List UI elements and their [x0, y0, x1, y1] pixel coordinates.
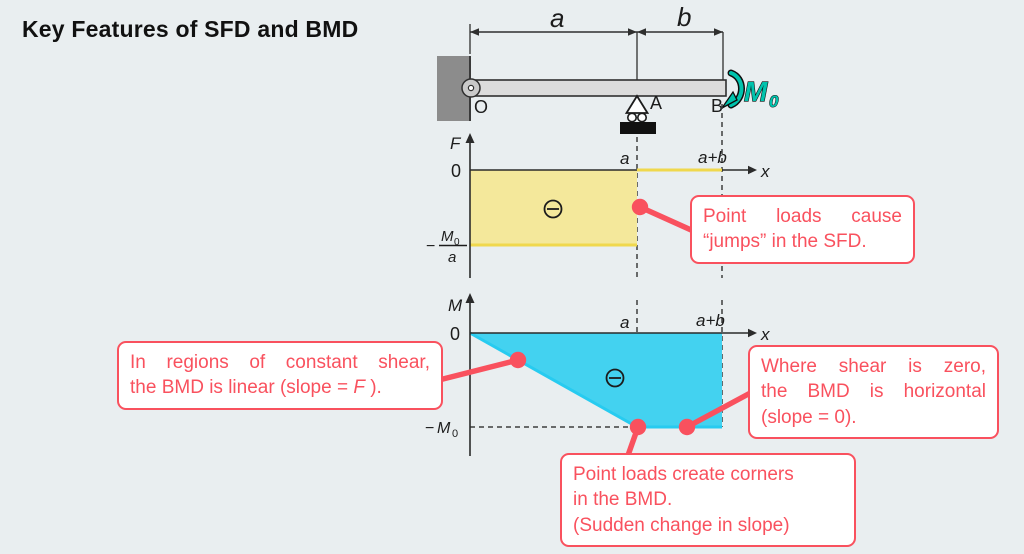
dim-arrow-a-right-icon [628, 28, 637, 36]
frac-num-m: M [441, 228, 454, 245]
circled-minus-icon [543, 199, 563, 219]
callout-bmd-corner: Point loads create corners in the BMD. (… [560, 453, 856, 548]
sfd-neg-value-label: − M 0 a [426, 228, 467, 266]
dim-arrow-b-left-icon [637, 28, 646, 36]
roller-wheel-icon [636, 112, 647, 123]
connector-bmd-horizontal [684, 388, 757, 430]
node-label-o: O [474, 97, 488, 117]
callout-bmd-linear: In regions of constant shear, the BMD is… [117, 341, 443, 410]
callout-dots [509, 198, 696, 436]
dim-arrow-left-icon [470, 28, 479, 36]
callout-line: (slope = 0). [761, 406, 857, 428]
marker-dot-sfd-jump [631, 198, 649, 216]
callout-connectors [440, 204, 757, 464]
beam-bar [469, 79, 727, 97]
callout-line: In regions of constant shear, [130, 352, 430, 373]
page-title: Key Features of SFD and BMD [22, 16, 359, 42]
roller-support-triangle-icon [624, 94, 650, 114]
bmd-plot: M 0 a a+b x − M 0 [425, 293, 770, 456]
moment-label-m: M [744, 76, 768, 107]
sfd-xlabel: x [760, 162, 770, 181]
sfd-plot: F 0 a a+b x − M 0 a [426, 133, 770, 278]
connector-bmd-linear [440, 357, 521, 382]
callout-line: the BMD is linear (slope = F ). [130, 375, 430, 400]
bmd-y-arrow-icon [465, 293, 475, 303]
moment-label-sub: 0 [769, 92, 779, 111]
bmd-ylabel: M [448, 296, 463, 315]
moment-arrow-icon [721, 69, 745, 109]
neg-m: M [437, 420, 451, 437]
bmd-tick-ab: a+b [696, 311, 725, 330]
callout-line: “jumps” in the SFD. [703, 231, 867, 253]
minus-sign: − [425, 420, 434, 437]
callout-line: the BMD is horizontal [761, 381, 986, 403]
marker-dot-bmd-horizontal [678, 418, 696, 436]
sfd-x-arrow-icon [748, 165, 757, 175]
marker-dot-bmd-linear [509, 351, 527, 369]
callout-line: (Sudden change in slope) [573, 514, 790, 536]
callout-text: the BMD is linear (slope = [130, 377, 354, 399]
callout-line: Point loads create corners [573, 464, 794, 485]
callout-line: in the BMD. [573, 489, 673, 511]
callout-text-italic-f: F [353, 377, 365, 399]
bmd-x-arrow-icon [748, 328, 757, 338]
support-ground [620, 122, 656, 134]
bmd-tick-a: a [620, 313, 629, 332]
dim-label-b: b [677, 2, 691, 32]
bmd-origin-label: 0 [450, 324, 460, 344]
node-label-b: B [711, 96, 723, 116]
callout-bmd-horizontal: Where shear is zero, the BMD is horizont… [748, 345, 999, 440]
roller-wheel-icon [626, 112, 637, 123]
bmd-xlabel: x [760, 325, 770, 344]
callout-line: Point loads cause [703, 206, 902, 227]
frac-num-sub: 0 [454, 237, 460, 248]
bmd-negative-area [470, 333, 722, 427]
circled-minus-icon [605, 368, 625, 388]
marker-dot-bmd-corner [629, 418, 647, 436]
dim-arrow-right-icon [714, 28, 723, 36]
sfd-y-arrow-icon [465, 133, 475, 143]
bmd-neg-value-label: − M 0 [425, 420, 458, 440]
sfd-negative-area [470, 170, 637, 245]
callout-text: ). [364, 377, 382, 399]
pin-center-icon [467, 84, 475, 92]
beam-sketch: a b O A B M 0 [437, 2, 780, 134]
sfd-ylabel: F [450, 134, 462, 153]
bmd-curve-slope [469, 331, 638, 429]
node-label-a: A [650, 93, 662, 113]
sfd-tick-a: a [620, 149, 629, 168]
callout-line: Where shear is zero, [761, 356, 986, 377]
frac-den-a: a [448, 249, 456, 266]
callout-sfd-jump: Point loads cause “jumps” in the SFD. [690, 195, 915, 264]
neg-sub: 0 [452, 428, 458, 440]
sfd-tick-ab: a+b [698, 148, 727, 167]
minus-sign: − [426, 238, 435, 255]
dim-label-a: a [550, 3, 564, 33]
sfd-origin-label: 0 [451, 161, 461, 181]
